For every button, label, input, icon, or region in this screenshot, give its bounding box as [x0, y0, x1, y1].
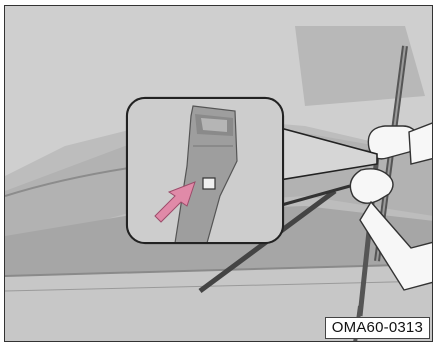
wiper-arm-detail	[127, 98, 283, 243]
figure-frame: OMA60-0313	[4, 5, 433, 342]
figure-code: OMA60-0313	[325, 317, 430, 339]
release-button	[203, 178, 215, 189]
windshield-illustration	[5, 6, 433, 342]
